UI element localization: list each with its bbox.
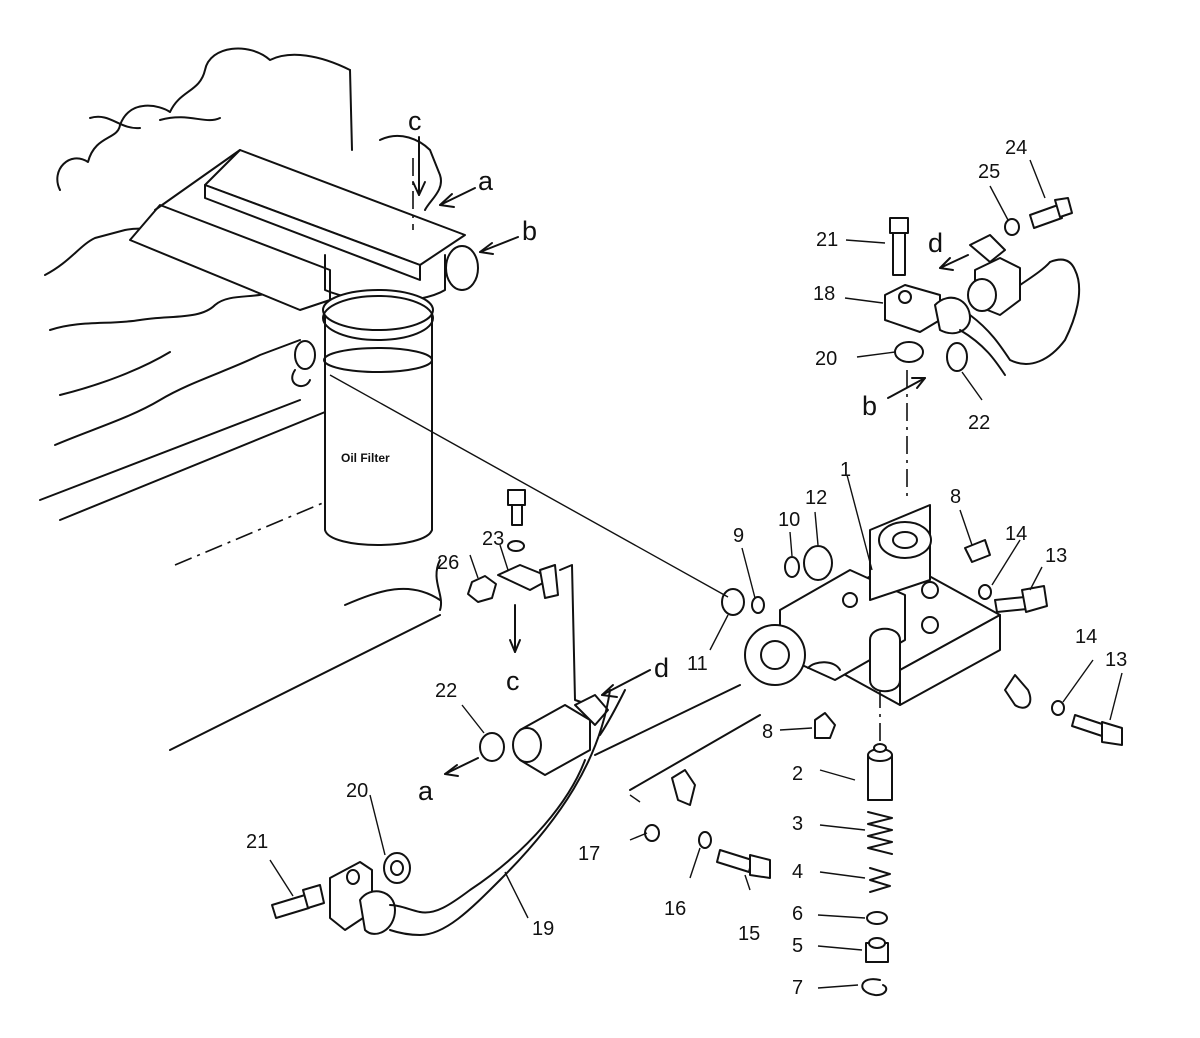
label-part-18: 18 — [813, 283, 835, 305]
ref-letter-b-upper: b — [522, 216, 537, 246]
label-part-22-lower: 22 — [435, 680, 457, 702]
label-part-8-lower: 8 — [762, 721, 773, 743]
leader-lines — [269, 159, 1123, 989]
bolt-bracket-top — [507, 489, 526, 552]
label-part-11: 11 — [687, 653, 708, 675]
label-part-25: 25 — [978, 161, 1000, 183]
oil-filter-label: Oil Filter — [341, 451, 390, 465]
label-part-14-top: 14 — [1005, 523, 1027, 545]
ref-letter-c-upper: c — [408, 106, 422, 136]
reference-letters: a a b b c c d d — [408, 106, 943, 806]
bolt-24 — [1029, 197, 1073, 229]
label-part-15: 15 — [738, 923, 760, 945]
bolt-21-lower — [271, 884, 325, 919]
label-part-22-top: 22 — [968, 412, 990, 434]
pipe-19 — [419, 689, 626, 936]
washer-17 — [644, 824, 660, 842]
label-part-23: 23 — [482, 528, 504, 550]
label-part-3: 3 — [792, 813, 803, 835]
label-part-5: 5 — [792, 935, 803, 957]
label-part-21-top: 21 — [816, 229, 838, 251]
plug-5 — [865, 937, 889, 963]
arrow-b-upper — [479, 236, 519, 255]
clamp-right — [1004, 674, 1032, 709]
oring-10 — [784, 556, 800, 578]
arrow-c-lower — [509, 604, 521, 653]
oring-20-top — [894, 341, 924, 363]
bolt-13-lower — [1071, 714, 1123, 746]
label-part-9: 9 — [733, 525, 744, 547]
label-part-19: 19 — [532, 918, 554, 940]
snap-ring-7 — [861, 978, 888, 997]
bolt-15-line — [629, 714, 761, 791]
ref-letter-a-lower: a — [418, 776, 434, 806]
arrow-d-upper — [939, 254, 969, 271]
clamp-lower — [671, 769, 696, 806]
label-part-26: 26 — [437, 552, 459, 574]
oring-11 — [721, 588, 745, 616]
plug-8-lower — [814, 712, 836, 739]
label-part-20-top: 20 — [815, 348, 837, 370]
upper-pipe-assembly — [884, 234, 1081, 376]
label-part-20-lower: 20 — [346, 780, 368, 802]
washer-14-lower — [1051, 700, 1065, 716]
label-part-13-lower: 13 — [1105, 649, 1127, 671]
label-part-7: 7 — [792, 977, 803, 999]
label-part-10: 10 — [778, 509, 800, 531]
label-part-1: 1 — [840, 459, 851, 481]
label-part-12: 12 — [805, 487, 827, 509]
filter-to-valve-leader — [329, 374, 729, 598]
oil-filter: Oil Filter — [291, 289, 434, 546]
nut-26 — [467, 575, 497, 603]
label-part-16: 16 — [664, 898, 686, 920]
oring-22-lower — [479, 732, 505, 762]
lower-connector — [512, 694, 609, 776]
filter-bracket — [129, 134, 479, 311]
valve-link-line — [629, 794, 641, 803]
washer-14-top — [978, 584, 992, 600]
bolt-13-top — [994, 585, 1048, 613]
oring-20-lower — [383, 852, 411, 884]
plunger-2 — [867, 743, 893, 801]
label-part-21-lower: 21 — [246, 831, 268, 853]
spring-4 — [869, 867, 891, 893]
lower-flange-block — [329, 861, 421, 936]
plug-8-top — [964, 539, 991, 563]
ref-letter-d-upper: d — [928, 228, 943, 258]
washer-25 — [1004, 218, 1020, 236]
washer-16 — [698, 831, 712, 849]
label-part-2: 2 — [792, 763, 803, 785]
ref-letter-d-lower: d — [654, 653, 669, 683]
bolt-21-top — [889, 217, 909, 276]
arrow-a-upper — [439, 187, 476, 208]
spring-3 — [867, 811, 893, 855]
valve-body — [744, 504, 1001, 706]
label-part-14-lower: 14 — [1075, 626, 1097, 648]
washer-6 — [866, 911, 888, 925]
arrow-c-upper — [412, 136, 426, 196]
arrow-b-lower — [887, 377, 926, 399]
ref-letter-c-lower: c — [506, 666, 520, 696]
engine-block — [39, 47, 443, 751]
bracket-arm — [559, 564, 591, 706]
arrow-a-lower — [444, 757, 479, 777]
oring-22-top — [946, 342, 968, 372]
bracket-23 — [497, 564, 559, 599]
oring-9 — [751, 596, 765, 614]
label-part-4: 4 — [792, 861, 803, 883]
bolt-15 — [716, 849, 771, 879]
ref-letter-b-lower: b — [862, 391, 877, 421]
label-part-6: 6 — [792, 903, 803, 925]
part-labels: 1 2 3 4 5 6 7 8 8 9 10 11 12 13 13 14 14… — [246, 137, 1127, 999]
label-part-8-top: 8 — [950, 486, 961, 508]
label-part-24: 24 — [1005, 137, 1027, 159]
ref-letter-a-upper: a — [478, 166, 494, 196]
label-part-13-top: 13 — [1045, 545, 1067, 567]
oring-12 — [803, 545, 833, 581]
label-part-17: 17 — [578, 843, 600, 865]
pipe-19-connect — [594, 684, 741, 756]
